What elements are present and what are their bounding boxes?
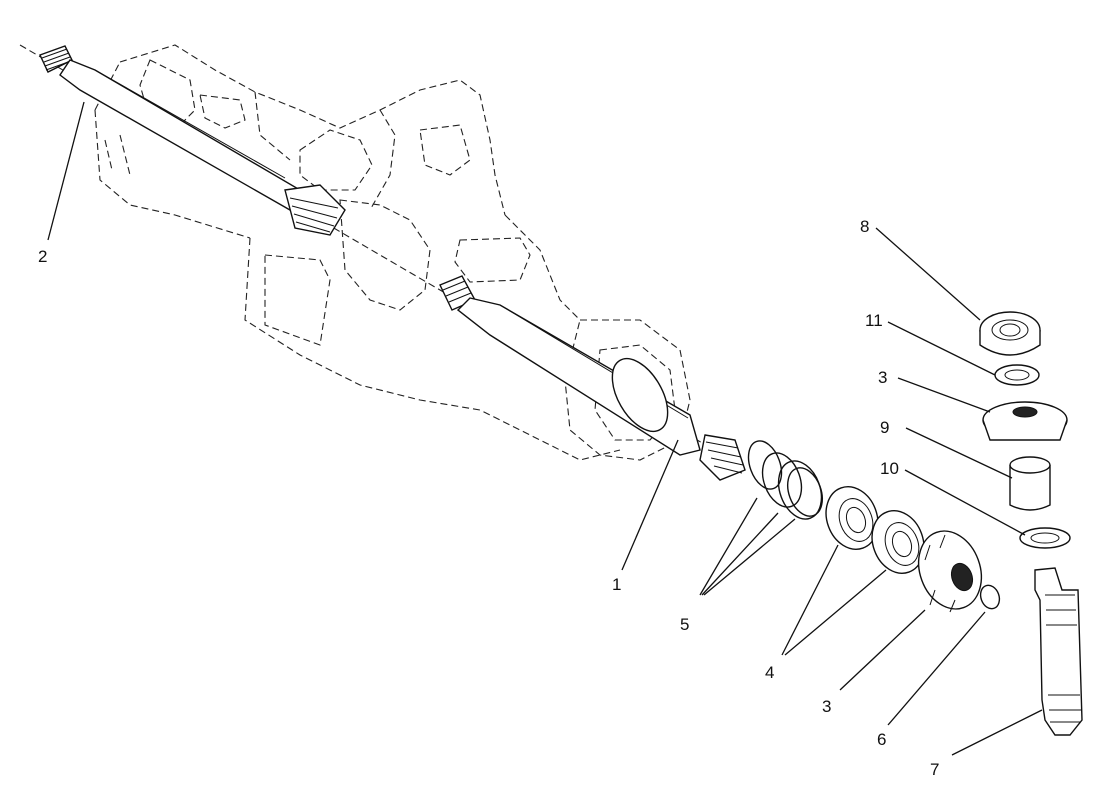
callout-3-lower: 3	[822, 697, 831, 716]
retaining-ring	[979, 584, 1001, 610]
callout-5: 5	[680, 615, 689, 634]
ball-bearings	[825, 486, 925, 574]
bevel-gear-upper	[982, 401, 1068, 441]
thrust-washer-upper	[994, 364, 1040, 386]
callout-11: 11	[865, 311, 883, 330]
thrust-washer-lower	[1019, 527, 1071, 549]
spacer-sleeve	[1009, 456, 1051, 511]
callout-8: 8	[860, 217, 869, 236]
callout-10: 10	[880, 459, 899, 478]
bevel-gear-lower	[917, 530, 983, 613]
pinion-shaft	[1034, 567, 1083, 736]
callout-6: 6	[877, 730, 886, 749]
callout-2: 2	[38, 247, 47, 266]
shaft-left-spline	[41, 48, 72, 71]
roller-bearing-top	[979, 311, 1041, 356]
axle-shaft-right	[439, 275, 746, 481]
callout-9: 9	[880, 418, 889, 437]
callout-4: 4	[765, 663, 774, 682]
axle-shaft-left	[39, 45, 346, 236]
callout-3-upper: 3	[878, 368, 887, 387]
callout-7: 7	[930, 760, 939, 779]
callout-1: 1	[612, 575, 621, 594]
snap-rings	[747, 440, 823, 520]
callout-labels: 2 1 5 4 3 6 7 8 11 3 9 10	[38, 217, 939, 779]
leader-lines	[47, 101, 1043, 756]
transaxle-housing	[94, 44, 691, 461]
